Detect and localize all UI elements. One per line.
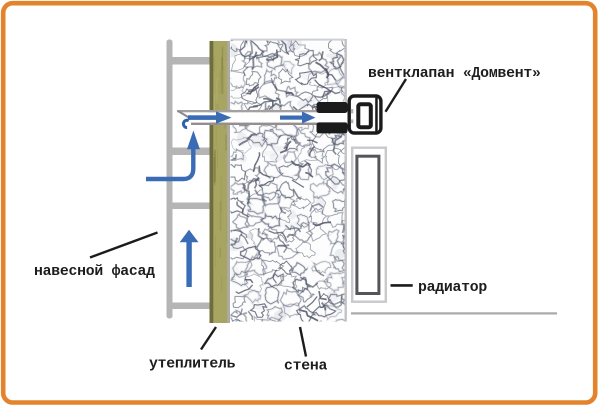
svg-text:вентклапан «Домвент»: вентклапан «Домвент»	[368, 66, 541, 82]
svg-text:радиатор: радиатор	[418, 280, 487, 296]
svg-text:стена: стена	[284, 359, 328, 375]
svg-text:утеплитель: утеплитель	[149, 357, 236, 373]
svg-text:навесной фасад: навесной фасад	[34, 264, 155, 280]
